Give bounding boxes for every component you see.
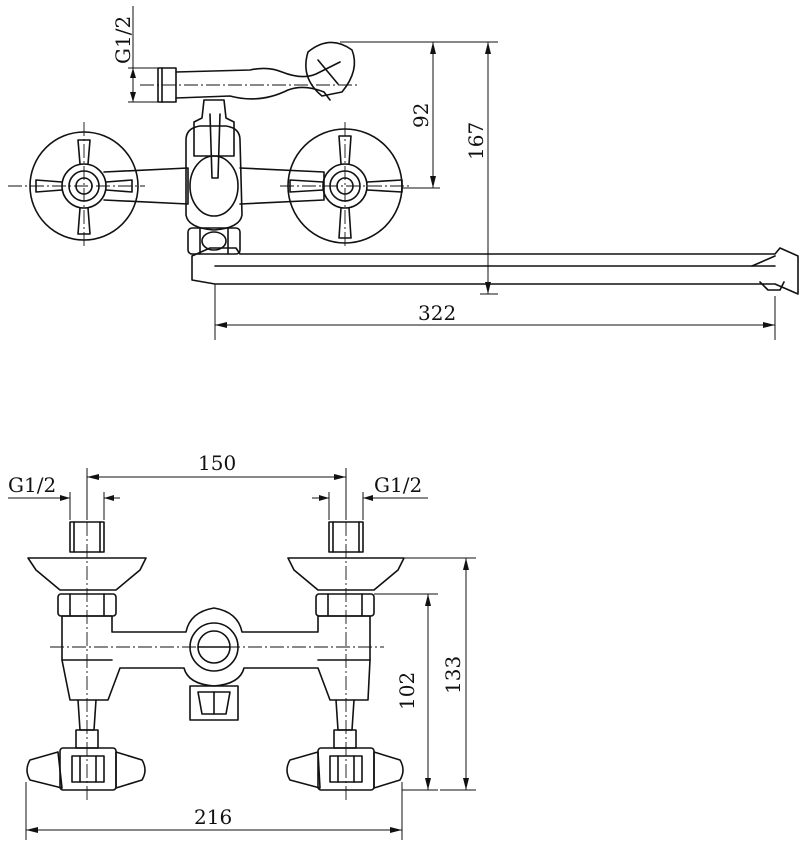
dim-top-thread: G1/2 [111, 6, 158, 103]
dim-133: 133 [404, 557, 476, 791]
dim-167-label: 167 [464, 122, 488, 160]
dim-150-label: 150 [198, 451, 236, 475]
dim-322-label: 322 [418, 301, 456, 325]
right-handle-wheel [280, 122, 410, 248]
shower-outlet-lever [140, 41, 360, 103]
top-view: G1/2 92 167 322 [8, 6, 799, 340]
dim-thread-right-label: G1/2 [374, 473, 422, 497]
dim-216: 216 [25, 782, 403, 840]
dim-thread-left: G1/2 [8, 473, 120, 520]
dim-167: 167 [340, 41, 498, 295]
dim-133-label: 133 [441, 656, 465, 694]
dim-thread-right: G1/2 [312, 473, 428, 520]
left-inlet [27, 500, 147, 800]
mixer-body [103, 99, 325, 255]
dim-102-label: 102 [395, 672, 419, 710]
dim-102: 102 [374, 593, 438, 791]
spout [191, 247, 799, 295]
dim-216-label: 216 [194, 805, 232, 829]
dim-thread-left-label: G1/2 [8, 473, 56, 497]
dim-top-thread-label: G1/2 [111, 16, 135, 64]
right-cross-handle [286, 747, 404, 791]
dim-92-label: 92 [409, 103, 433, 128]
dim-150: 150 [86, 451, 347, 520]
bottom-mixer-body [50, 607, 384, 749]
left-handle-wheel [8, 122, 145, 248]
left-cross-handle [26, 747, 146, 791]
dim-322: 322 [214, 284, 776, 340]
bottom-view: 150 G1/2 G1/2 1 [8, 451, 476, 840]
